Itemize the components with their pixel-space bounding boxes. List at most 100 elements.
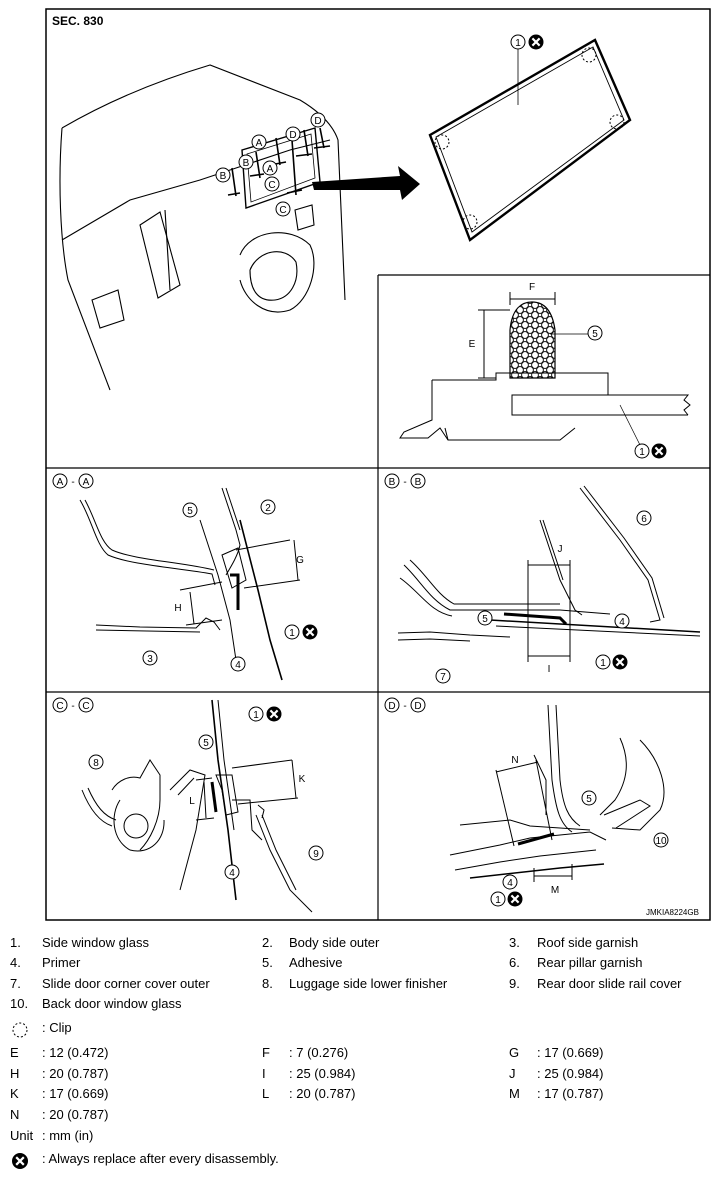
legend-item-luggage-side-finisher: Luggage side lower finisher (289, 976, 448, 991)
svg-text:D: D (289, 130, 296, 141)
dim-key: I (262, 1066, 266, 1081)
legend-num: 1. (10, 935, 21, 950)
svg-text:D: D (414, 701, 421, 712)
svg-text:5: 5 (482, 614, 488, 625)
svg-text:5: 5 (586, 794, 592, 805)
svg-text:1: 1 (289, 628, 295, 639)
view-markers-overview: B B A A C C D D (215, 112, 326, 217)
svg-text:A: A (83, 477, 90, 488)
legend-num: 9. (509, 976, 520, 991)
svg-text:B: B (389, 477, 396, 488)
dim-E-label: E (469, 339, 476, 350)
dim-key: F (262, 1045, 270, 1060)
svg-text:I: I (548, 664, 551, 675)
svg-text:K: K (299, 774, 306, 785)
diagram-code: JMKIA8224GB (646, 908, 699, 917)
svg-text:1: 1 (253, 710, 259, 721)
svg-text:N: N (511, 755, 518, 766)
side-window-glass-detail (428, 38, 632, 242)
section-b-b: B - B J I 6 5 4 7 (384, 473, 701, 684)
unit-key: Unit (10, 1128, 34, 1143)
svg-text:C: C (56, 701, 63, 712)
svg-text:-: - (71, 701, 74, 712)
adhesive-bead-detail (399, 292, 691, 446)
svg-text:5: 5 (187, 506, 193, 517)
svg-text:J: J (558, 544, 563, 555)
dim-key: N (10, 1107, 20, 1122)
svg-text:L: L (189, 796, 195, 807)
svg-text:A: A (267, 164, 274, 175)
svg-text:4: 4 (229, 868, 235, 879)
replace-icon (12, 1153, 28, 1169)
legend-item-primer: Primer (42, 955, 81, 970)
dim-value: : 17 (0.669) (537, 1045, 604, 1060)
legend-num: 7. (10, 976, 21, 991)
dim-key: L (262, 1086, 270, 1101)
section-d-d: D - D N M 5 10 4 (384, 697, 669, 908)
legend-item-rear-pillar-garnish: Rear pillar garnish (537, 955, 643, 970)
dim-value: : 25 (0.984) (537, 1066, 604, 1081)
legend-num: 8. (262, 976, 273, 991)
svg-text:C: C (268, 180, 275, 191)
legend-item-rear-door-slide-rail-cover: Rear door slide rail cover (537, 976, 682, 991)
svg-text:G: G (296, 555, 304, 566)
svg-text:7: 7 (440, 672, 446, 683)
section-label: SEC. 830 (52, 14, 104, 28)
svg-text:10: 10 (655, 836, 667, 847)
legend-item-back-door-window-glass: Back door window glass (42, 996, 182, 1011)
legend-num: 10. (10, 996, 29, 1011)
dim-value: : 20 (0.787) (42, 1107, 109, 1122)
dim-key: J (509, 1066, 516, 1081)
svg-text:-: - (403, 477, 406, 488)
svg-text:6: 6 (641, 514, 647, 525)
dim-value: : 25 (0.984) (289, 1066, 356, 1081)
dim-value: : 12 (0.472) (42, 1045, 109, 1060)
svg-text:1: 1 (600, 658, 606, 669)
callout-1-glass: 1 (510, 33, 545, 51)
dim-value: : 17 (0.787) (537, 1086, 604, 1101)
section-a-a: A - A G H 5 2 3 4 (52, 473, 319, 681)
dim-value: : 20 (0.787) (42, 1066, 109, 1081)
svg-text:2: 2 (265, 503, 271, 514)
dim-F-label: F (529, 282, 535, 293)
legend-num: 6. (509, 955, 520, 970)
dim-value: : 7 (0.276) (289, 1045, 349, 1060)
svg-text:C: C (82, 701, 89, 712)
legend-num: 2. (262, 935, 273, 950)
dim-key: M (509, 1086, 520, 1101)
unit-value: : mm (in) (42, 1128, 94, 1143)
dim-value: : 20 (0.787) (289, 1086, 356, 1101)
svg-text:4: 4 (235, 660, 241, 671)
clip-icon (12, 1022, 28, 1038)
legend-item-adhesive: Adhesive (289, 955, 343, 970)
svg-text:3: 3 (147, 654, 153, 665)
dim-value: : 17 (0.669) (42, 1086, 109, 1101)
svg-text:H: H (174, 603, 181, 614)
svg-text:D: D (314, 116, 321, 127)
dim-key: K (10, 1086, 19, 1101)
legend-item-roof-side-garnish: Roof side garnish (537, 935, 639, 950)
section-diagram: SEC. 830 JMKIA8224GB B B A A C C D D (45, 8, 711, 921)
section-c-c: C - C K L (52, 697, 324, 913)
svg-text:1: 1 (495, 895, 501, 906)
replace-note: : Always replace after every disassembly… (42, 1151, 279, 1166)
svg-text:M: M (551, 885, 559, 896)
svg-text:-: - (403, 701, 406, 712)
legend-item-body-side-outer: Body side outer (289, 935, 380, 950)
svg-text:5: 5 (203, 738, 209, 749)
svg-text:B: B (415, 477, 422, 488)
dim-key: E (10, 1045, 19, 1060)
legend-num: 5. (262, 955, 273, 970)
clip-legend-text: : Clip (42, 1020, 72, 1035)
legend-num: 3. (509, 935, 520, 950)
svg-text:1: 1 (515, 38, 521, 49)
svg-text:-: - (71, 477, 74, 488)
svg-text:C: C (279, 205, 286, 216)
svg-text:B: B (243, 158, 250, 169)
svg-text:A: A (57, 477, 64, 488)
svg-text:B: B (220, 171, 227, 182)
dim-key: G (509, 1045, 520, 1060)
arrow-to-glass (312, 166, 420, 200)
legend-num: 4. (10, 955, 21, 970)
legend-item-side-window-glass: Side window glass (42, 935, 149, 950)
